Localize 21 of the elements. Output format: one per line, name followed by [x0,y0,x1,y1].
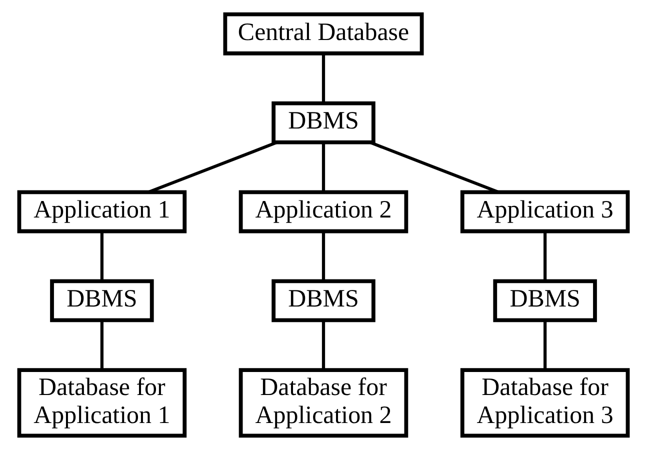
connector [322,54,326,104]
connector [100,320,104,370]
node-box: DBMS [493,279,597,322]
node-box: DBMS [272,101,376,144]
connector [544,232,547,281]
connector [148,140,278,194]
node-box: Application 1 [17,190,187,234]
connector [322,232,326,281]
node-box: Database for Application 3 [460,368,630,438]
node-box: DBMS [272,279,376,322]
connector [544,320,547,370]
node-box: DBMS [50,279,154,322]
connector [369,140,500,194]
node-box: Database for Application 2 [238,368,408,438]
node-box: Application 2 [238,190,408,234]
connector [322,320,326,370]
node-box: Database for Application 1 [17,368,187,438]
node-box: Application 3 [460,190,630,234]
node-box: Central Database [223,12,424,56]
connector [100,232,104,281]
connector [322,142,326,192]
